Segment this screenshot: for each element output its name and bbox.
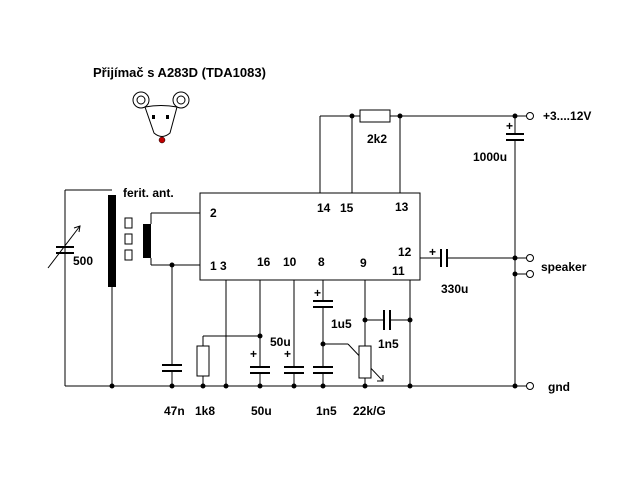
mouse-logo [132,91,190,144]
variable-capacitor-label: 500 [73,254,93,268]
pin-1-3-label: 1 3 [210,259,227,273]
gnd-terminal [526,382,534,390]
capacitor-330u-polarity: + [429,245,436,259]
capacitor-1000u [506,116,524,386]
resistor-1k8 [196,335,260,386]
capacitor-1u5 [313,280,333,366]
supply-terminal [526,112,534,120]
resistor-2k2 [359,109,391,123]
capacitor-47n [162,364,182,386]
pin-13-label: 13 [395,200,409,214]
supply-label: +3....12V [543,109,591,123]
pin-8-label: 8 [318,255,325,269]
potentiometer-22k [323,280,384,386]
capacitor-1u5-polarity: + [314,286,321,300]
supply-rail [319,113,527,193]
pin-2-label: 2 [210,206,217,220]
ic-body [199,192,421,281]
ferrite-rod [108,195,116,287]
pin-12-label: 12 [398,245,412,259]
pin-9-label: 9 [360,256,367,270]
capacitor-50u-pin10-label: 50u [270,335,291,349]
resistor-2k2-label: 2k2 [367,132,387,146]
resistor-1k8-label: 1k8 [195,404,215,418]
ferrite-antenna-label: ferit. ant. [123,186,174,200]
pin-16-label: 16 [257,255,271,269]
speaker-label: speaker [541,260,587,274]
capacitor-50u-pin10-polarity: + [284,347,291,361]
capacitor-50u-pin16-polarity: + [250,347,257,361]
antenna-wiring [150,212,200,364]
output-wiring [420,249,527,277]
capacitor-50u-pin16-label: 50u [251,404,272,418]
variable-capacitor [47,225,81,269]
antenna-secondary-coil [143,224,151,258]
capacitor-1000u-polarity: + [506,119,513,133]
gnd-label: gnd [548,380,570,394]
capacitor-330u-label: 330u [441,282,468,296]
speaker-terminal-b [526,270,534,278]
capacitor-47n-label: 47n [164,404,185,418]
ground-rail [64,189,527,389]
pin-11-label: 11 [392,264,405,278]
potentiometer-label: 22k/G [353,404,386,418]
speaker-terminal-a [526,254,534,262]
capacitor-1n5-pin8 [313,366,333,386]
pin-14-label: 14 [317,201,331,215]
capacitor-1n5-pin8-label: 1n5 [316,404,337,418]
capacitor-1000u-label: 1000u [473,150,507,164]
pin-15-label: 15 [340,201,354,215]
capacitor-50u-pin10 [284,280,304,386]
pin-10-label: 10 [283,255,297,269]
capacitor-1u5-label: 1u5 [331,317,352,331]
capacitor-1n5-pin9-11-label: 1n5 [378,337,399,351]
capacitor-1n5-pin9-11 [365,280,413,386]
capacitor-50u-pin16 [250,280,270,386]
schematic-title: Přijímač s A283D (TDA1083) [93,65,266,80]
antenna-coil-symbol [124,217,133,261]
